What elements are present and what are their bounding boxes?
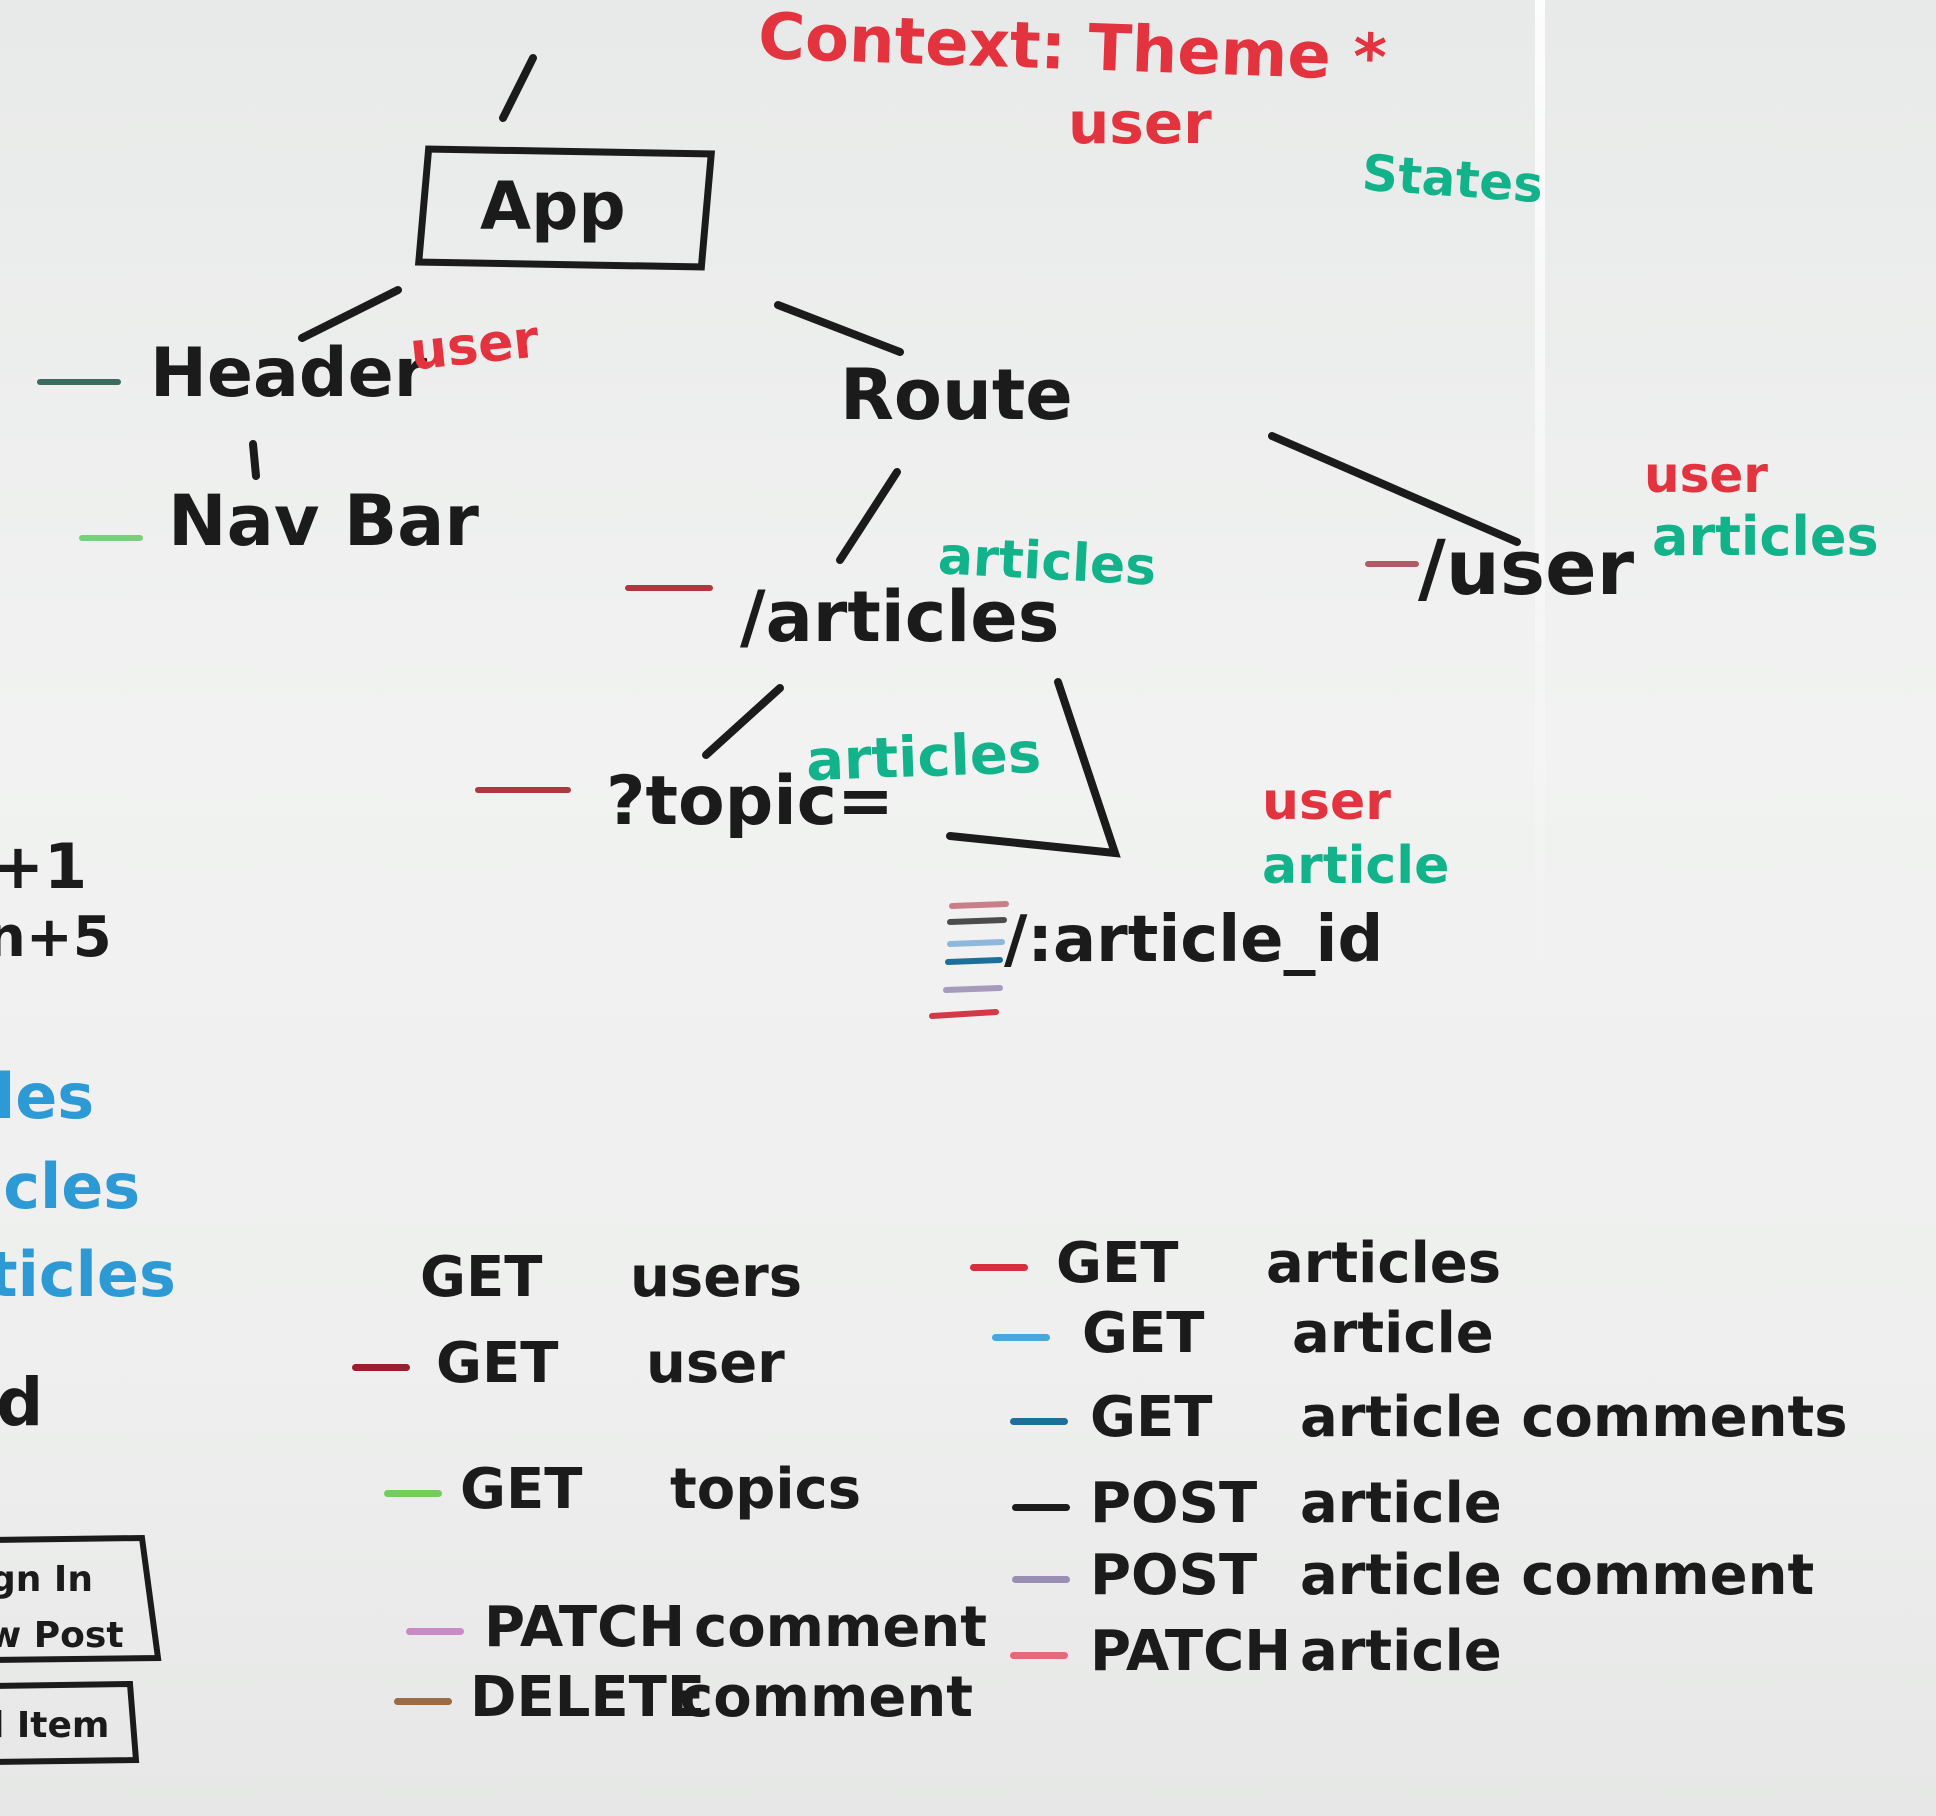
api-endpoint-left-4: DELETEcomment bbox=[470, 1670, 973, 1726]
api-color-marker bbox=[992, 1334, 1050, 1341]
api-method: GET bbox=[1056, 1231, 1179, 1296]
api-color-marker bbox=[1012, 1504, 1070, 1511]
articles-state: articles bbox=[936, 526, 1158, 598]
api-resource: article bbox=[1292, 1301, 1494, 1366]
api-color-marker bbox=[394, 1698, 452, 1705]
left-fragment-4: icles bbox=[0, 1150, 141, 1223]
article-id-state-user: user bbox=[1262, 772, 1391, 832]
glare bbox=[1535, 0, 1545, 1000]
connector-articles-topic bbox=[702, 684, 784, 759]
articleid-marker-5 bbox=[943, 985, 1003, 993]
left-box-outline-2 bbox=[0, 1680, 140, 1765]
api-resource: comment bbox=[680, 1665, 973, 1730]
article-id-state-article: article bbox=[1262, 836, 1450, 896]
api-resource: users bbox=[630, 1245, 803, 1310]
api-resource: comment bbox=[694, 1595, 987, 1660]
topic-state: articles bbox=[804, 720, 1043, 795]
api-resource: article comment bbox=[1300, 1543, 1815, 1608]
connector-top bbox=[499, 54, 537, 122]
left-box-item-1: gn In bbox=[0, 1559, 93, 1600]
left-fragment-1: +1 bbox=[0, 830, 88, 903]
articles-route-node: /articles bbox=[740, 576, 1060, 658]
articleid-marker-6 bbox=[929, 1009, 999, 1019]
connector-header-navbar bbox=[249, 440, 260, 480]
api-color-marker bbox=[406, 1628, 464, 1635]
api-resource: article comments bbox=[1300, 1385, 1848, 1450]
api-method: PATCH bbox=[484, 1595, 686, 1660]
api-color-marker bbox=[1010, 1418, 1068, 1425]
connector-articles-articleid bbox=[946, 678, 1121, 858]
connector-route-user bbox=[1268, 432, 1521, 546]
left-box-item-3: l Item bbox=[0, 1705, 110, 1746]
api-method: GET bbox=[420, 1245, 543, 1310]
connector-app-route bbox=[774, 301, 904, 356]
context-user: user bbox=[1068, 89, 1212, 157]
api-color-marker bbox=[384, 1490, 442, 1497]
api-method: GET bbox=[1082, 1301, 1205, 1366]
api-resource: topics bbox=[670, 1457, 862, 1522]
api-method: POST bbox=[1090, 1543, 1258, 1608]
api-method: POST bbox=[1090, 1471, 1258, 1536]
api-method: GET bbox=[436, 1331, 559, 1396]
api-resource: user bbox=[646, 1331, 785, 1396]
left-fragment-5: ticles bbox=[0, 1238, 176, 1311]
route-node: Route bbox=[840, 354, 1073, 436]
api-color-marker bbox=[352, 1364, 410, 1371]
left-fragment-6: d bbox=[0, 1364, 44, 1441]
api-color-marker bbox=[1010, 1652, 1068, 1659]
article-id-route-node: /:article_id bbox=[1004, 903, 1384, 977]
left-fragment-2: n+5 bbox=[0, 905, 112, 970]
connector-route-articles bbox=[836, 468, 901, 564]
articleid-marker-4 bbox=[945, 957, 1003, 965]
api-method: GET bbox=[460, 1457, 583, 1522]
articleid-marker-3 bbox=[947, 939, 1005, 947]
user-state-user: user bbox=[1644, 446, 1768, 504]
left-box-item-2: w Post bbox=[0, 1615, 124, 1656]
articleid-marker-1 bbox=[949, 901, 1009, 909]
api-method: PATCH bbox=[1090, 1619, 1292, 1684]
articleid-marker-2 bbox=[947, 917, 1007, 925]
api-resource: articles bbox=[1266, 1231, 1502, 1296]
api-method: GET bbox=[1090, 1385, 1213, 1450]
left-box-outline bbox=[0, 1534, 162, 1663]
api-method: DELETE bbox=[470, 1665, 706, 1730]
connector-app-header bbox=[298, 286, 402, 342]
topic-route-node: ?topic= bbox=[606, 762, 894, 841]
api-resource: article bbox=[1300, 1619, 1502, 1684]
api-color-marker bbox=[970, 1264, 1028, 1271]
user-state-articles: articles bbox=[1652, 505, 1879, 568]
left-fragment-3: les bbox=[0, 1060, 95, 1133]
navbar-node: Nav Bar bbox=[168, 480, 479, 562]
states-label: States bbox=[1360, 143, 1546, 215]
header-state: user bbox=[407, 309, 542, 383]
api-resource: article bbox=[1300, 1471, 1502, 1536]
user-route-node: /user bbox=[1418, 523, 1635, 612]
api-color-marker bbox=[1012, 1576, 1070, 1583]
header-node: Header bbox=[150, 334, 428, 413]
app-node-label: App bbox=[480, 168, 626, 245]
